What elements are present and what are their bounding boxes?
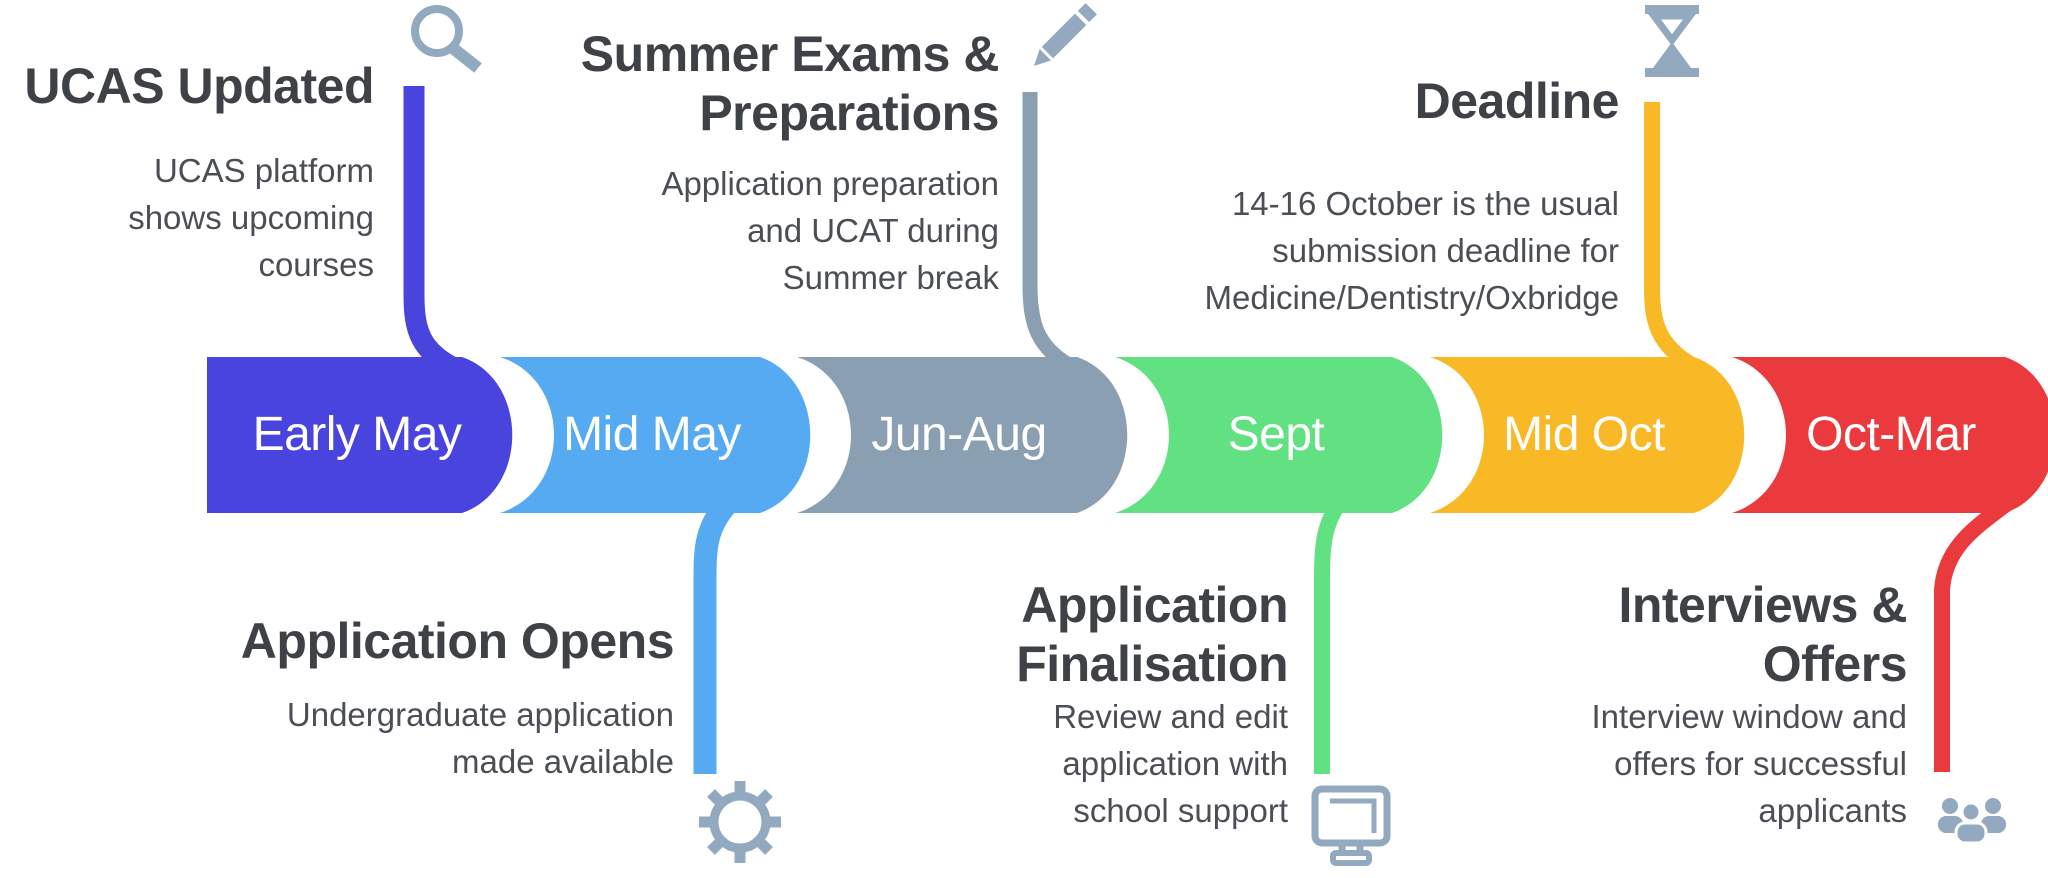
magnifier-icon bbox=[411, 5, 482, 73]
connector-mid-oct bbox=[1644, 102, 1695, 371]
caption-application-finalisation: Application Finalisation Review and edit… bbox=[948, 576, 1288, 835]
segment-mid-oct-shape bbox=[1430, 357, 1745, 513]
caption-description: Review and edit application with school … bbox=[1053, 698, 1288, 829]
person-left-head bbox=[1942, 798, 1958, 814]
caption-summer-exams: Summer Exams & Preparations Application … bbox=[539, 25, 1000, 302]
person-center-body bbox=[1954, 821, 1988, 845]
segment-mid-may-shape bbox=[500, 357, 811, 513]
hourglass-lower-sand bbox=[1653, 42, 1691, 68]
pencil-icon bbox=[1034, 3, 1097, 66]
caption-title: Deadline bbox=[1414, 73, 1620, 129]
pencil-tip bbox=[1034, 49, 1051, 66]
segment-label-sept: Sept bbox=[1227, 408, 1325, 461]
monitor-screen-detail bbox=[1330, 798, 1377, 833]
caption-title: Application Opens bbox=[240, 613, 675, 669]
caption-interviews-offers: Interviews & Offers Interview window and… bbox=[1507, 576, 1908, 835]
segment-early-may-shape bbox=[207, 357, 513, 513]
hourglass-icon bbox=[1645, 5, 1699, 77]
connector-mid-may bbox=[693, 497, 735, 774]
hourglass-top-bar bbox=[1645, 5, 1699, 14]
caption-title: UCAS Updated bbox=[24, 58, 374, 114]
timeline-band bbox=[207, 357, 2048, 513]
connector-jun-aug bbox=[1022, 92, 1076, 374]
caption-ucas-updated: UCAS Updated UCAS platform shows upcomin… bbox=[0, 57, 374, 289]
segment-label-mid-may: Mid May bbox=[563, 408, 741, 461]
person-center-head bbox=[1960, 801, 1982, 823]
gear-teeth bbox=[699, 781, 781, 863]
monitor-icon bbox=[1311, 785, 1391, 866]
segment-oct-mar-shape bbox=[1732, 357, 2048, 513]
segment-sept-shape bbox=[1115, 357, 1443, 513]
caption-title: Summer Exams & Preparations bbox=[580, 26, 1000, 141]
caption-deadline: Deadline 14-16 October is the usual subm… bbox=[1119, 72, 1620, 322]
monitor-base bbox=[1330, 850, 1372, 866]
caption-description: Undergraduate application made available bbox=[286, 696, 674, 780]
caption-application-opens: Application Opens Undergraduate applicat… bbox=[204, 612, 675, 786]
segment-label-oct-mar: Oct-Mar bbox=[1806, 408, 1976, 461]
caption-description: Interview window and offers for successf… bbox=[1591, 698, 1908, 829]
connector-early-may bbox=[403, 86, 463, 380]
caption-description: 14-16 October is the usual submission de… bbox=[1204, 185, 1620, 316]
gear-ring bbox=[709, 791, 771, 853]
caption-title: Application Finalisation bbox=[1016, 577, 1288, 692]
connector-sept bbox=[1314, 497, 1347, 774]
connector-oct-mar bbox=[1934, 469, 2045, 772]
pencil-cap bbox=[1077, 3, 1097, 23]
caption-title: Interviews & Offers bbox=[1618, 577, 1907, 692]
segment-jun-aug-shape bbox=[797, 357, 1128, 513]
segment-label-early-may: Early May bbox=[252, 408, 462, 461]
segment-label-jun-aug: Jun-Aug bbox=[871, 408, 1047, 461]
hourglass-bottom-bar bbox=[1645, 68, 1699, 77]
pencil-shaft bbox=[1041, 13, 1087, 59]
caption-description: Application preparation and UCAT during … bbox=[661, 165, 999, 296]
caption-description: UCAS platform shows upcoming courses bbox=[128, 152, 374, 283]
person-right-body bbox=[1981, 816, 2006, 833]
segment-label-mid-oct: Mid Oct bbox=[1503, 408, 1665, 461]
gear-icon bbox=[699, 781, 781, 863]
magnifier-handle bbox=[450, 44, 482, 73]
person-right-head bbox=[1985, 798, 2001, 814]
magnifier-lens bbox=[411, 5, 463, 57]
monitor-screen bbox=[1311, 785, 1391, 847]
hourglass-upper-glass bbox=[1647, 12, 1697, 46]
people-icon bbox=[1938, 798, 2006, 845]
